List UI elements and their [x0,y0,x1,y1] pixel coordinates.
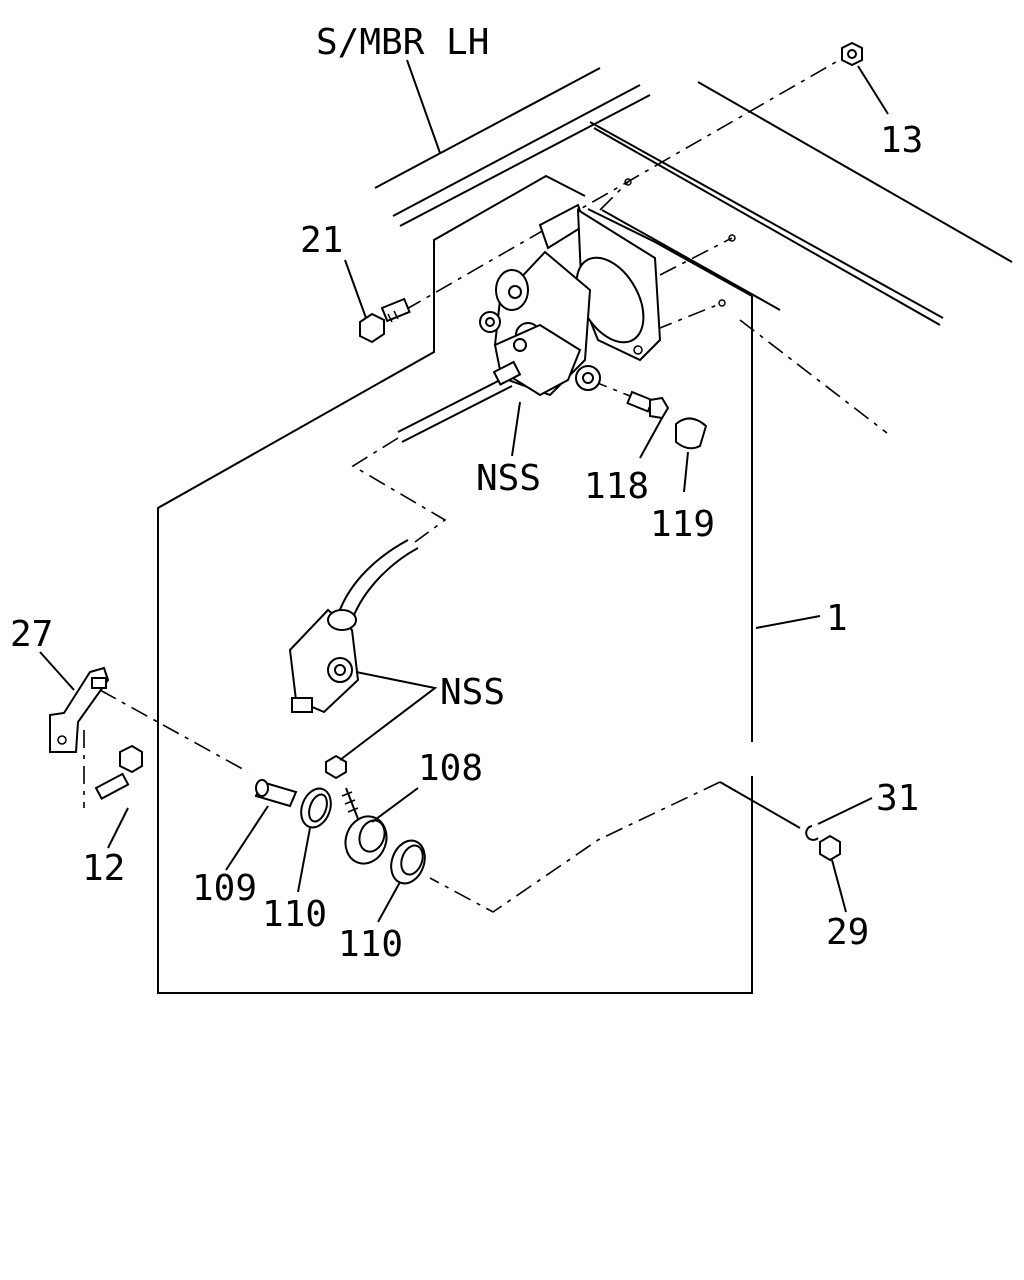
callout-119: 119 [650,504,715,545]
callout-27: 27 [10,614,53,655]
nss-top-leader [511,401,521,457]
kit-outline-right [587,208,753,297]
eyebolt-108-icon [341,787,388,865]
callout-110-upper: 110 [262,894,327,935]
callout-109: 109 [192,868,257,909]
callout-labels: S/MBR LH 13 21 NSS 118 119 1 27 NSS 108 … [10,22,923,965]
nut-13-icon [841,41,863,67]
nut-29-icon [819,834,841,862]
pin-109-icon [254,779,298,808]
frame-label: S/MBR LH [316,22,489,63]
kit-outline [157,174,753,994]
lever-27-icon [49,666,110,753]
callout-31: 31 [876,778,919,819]
frame-leader [406,59,441,154]
callout-1: 1 [826,598,848,639]
callout-nss-mid: NSS [440,672,505,713]
callout-108: 108 [418,748,483,789]
callout-110-lower: 110 [338,924,403,965]
bolt-12-icon [94,744,143,800]
actuator-valve-assembly [479,178,736,397]
callout-nss-top: NSS [476,458,541,499]
clip-31-icon [805,825,819,841]
callout-21: 21 [300,220,343,261]
bolt-21-icon [359,297,411,344]
nss-mid-leader [339,671,438,761]
cap-119-icon [675,417,708,450]
sensor-bracket [288,608,360,780]
callout-29: 29 [826,912,869,953]
control-cable [337,360,522,621]
bushing-110-upper-icon [300,787,332,829]
bolt-118-icon [626,390,670,420]
callout-12: 12 [82,848,125,889]
callout-118: 118 [584,466,649,507]
bushing-110-lower-icon [390,839,426,885]
callout-13: 13 [880,120,923,161]
